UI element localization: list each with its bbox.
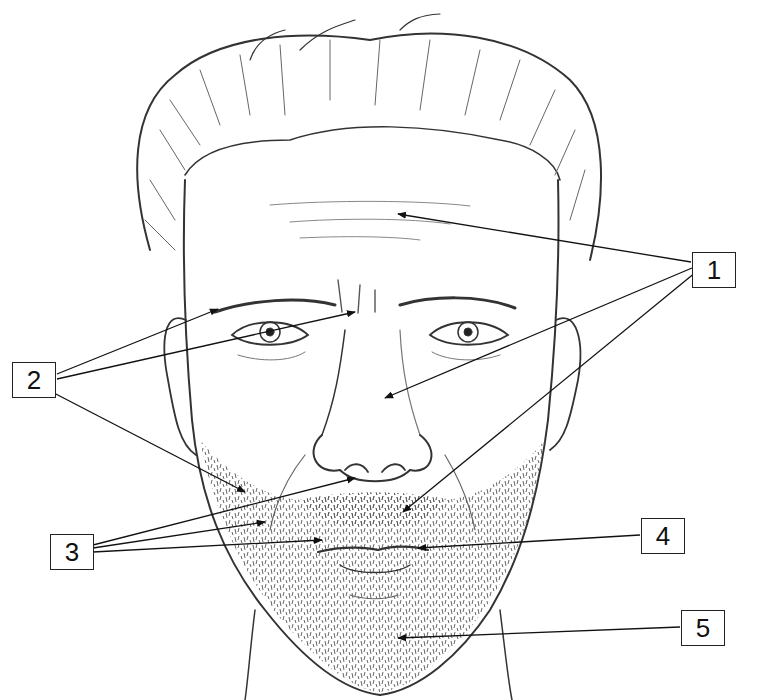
callout-box: 4 (641, 518, 685, 554)
callout-number: 4 (656, 523, 670, 549)
callout-box: 2 (12, 362, 56, 398)
callout-box: 3 (50, 534, 94, 570)
callout-number: 5 (696, 615, 710, 641)
callout-number: 3 (65, 539, 79, 565)
face-sketch (137, 14, 601, 700)
callout-box: 5 (681, 610, 725, 646)
callout-box: 1 (692, 252, 736, 288)
callout-number: 2 (27, 367, 41, 393)
callout-number: 1 (707, 257, 721, 283)
leader-lines (52, 214, 696, 638)
